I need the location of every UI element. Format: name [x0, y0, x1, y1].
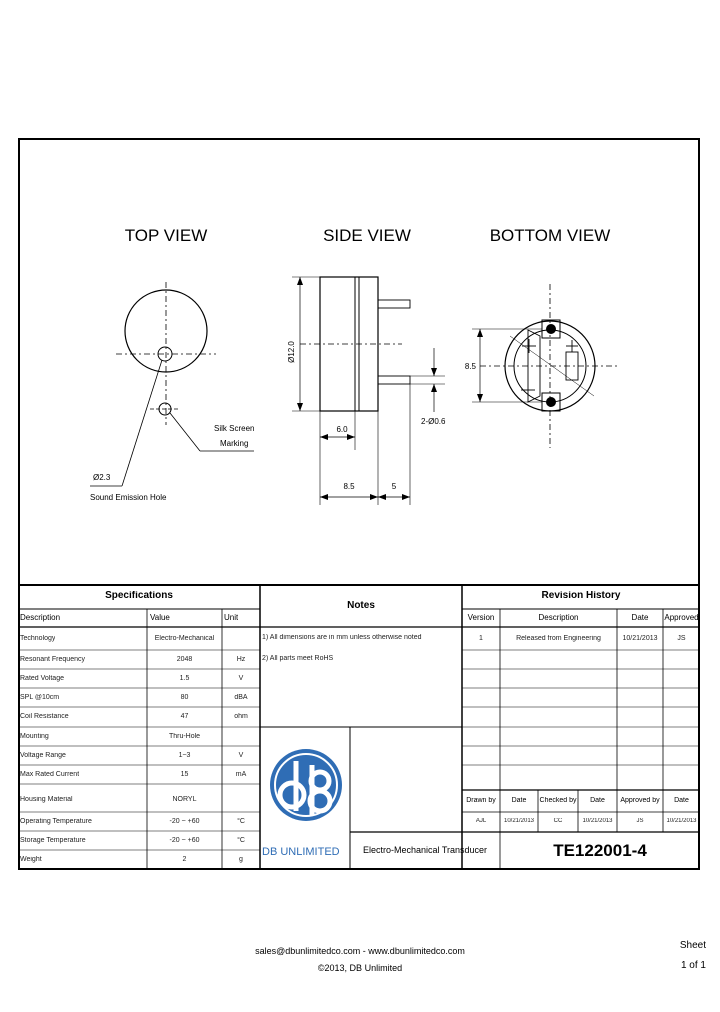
rev-version: 1 [479, 635, 483, 642]
bottom-view [472, 284, 620, 448]
signoff-date-value: 10/21/2013 [503, 818, 535, 824]
side-view-title: SIDE VIEW [323, 226, 411, 245]
spec-value: Thru-Hole [168, 733, 201, 740]
footer-copyright: ©2013, DB Unlimited [317, 963, 403, 973]
signoff-date-header: Date [590, 797, 605, 804]
top-view-title: TOP VIEW [125, 226, 208, 245]
bottom-arrows [477, 329, 483, 402]
spec-value: 47 [180, 713, 189, 720]
spec-unit: mA [235, 771, 247, 778]
bottom-view-title: BOTTOM VIEW [490, 226, 611, 245]
company-logo: DB UNLIMITED [262, 729, 349, 868]
spec-unit: °C [237, 818, 245, 825]
spec-desc: Weight [20, 856, 42, 863]
spec-unit: dBA [234, 694, 248, 701]
signoff-date-header: Date [511, 797, 527, 804]
rev-col-date: Date [631, 614, 649, 622]
note-item: 1) All dimensions are in mm unless other… [262, 634, 422, 641]
rev-description: Released from Engineering [516, 635, 601, 642]
spec-unit: V [238, 752, 244, 759]
signoff-drawn-header: Drawn by [466, 797, 496, 804]
specs-title: Specifications [105, 591, 173, 601]
hole-label: Sound Emission Hole [90, 493, 167, 502]
footer-contact: sales@dbunlimitedco.com - www.dbunlimite… [255, 946, 465, 956]
spec-value: 1.5 [179, 675, 190, 682]
spec-value: 2 [182, 856, 187, 863]
title-block-grid [18, 584, 700, 870]
spec-desc: Mounting [20, 733, 49, 740]
rev-col-description: Description [538, 614, 579, 622]
hole-dim: Ø2.3 [93, 473, 111, 482]
side-arrows [297, 277, 437, 500]
spec-desc: Max Rated Current [20, 771, 80, 778]
silk-label-2: Marking [220, 439, 248, 448]
spec-desc: Technology [20, 635, 56, 642]
spec-value: Electro-Mechanical [154, 635, 215, 642]
specs-col-unit: Unit [224, 614, 239, 622]
spec-value: 80 [180, 694, 189, 701]
spec-value: 15 [180, 771, 189, 778]
pins-dim: 2-Ø0.6 [421, 417, 446, 426]
sheet-number: 1 of 1 [680, 960, 706, 971]
rev-col-version: Version [467, 614, 495, 622]
spec-desc: Resonant Frequency [20, 656, 85, 663]
logo-brand-text: DB UNLIMITED [262, 846, 340, 858]
signoff-checked-value: CC [553, 818, 563, 824]
specs-col-description: Description [20, 614, 61, 622]
spec-desc: Storage Temperature [20, 837, 86, 844]
spec-desc: Voltage Range [20, 752, 66, 759]
mechanical-drawing: TOP VIEW SIDE VIEW BOTTOM VIEW Ø2.3 Soun… [90, 226, 620, 505]
spec-unit: ohm [234, 713, 248, 720]
specs-col-value: Value [150, 614, 170, 622]
part-description: Electro-Mechanical Transducer [362, 846, 488, 855]
spec-desc: SPL @10cm [20, 694, 60, 701]
part-number: TE122001-4 [553, 842, 647, 859]
sheet-label: Sheet [679, 940, 706, 951]
spec-desc: Housing Material [20, 796, 73, 803]
revision-title: Revision History [541, 591, 621, 601]
dim-5: 5 [392, 482, 397, 491]
signoff-date-value: 10/21/2013 [666, 818, 697, 824]
signoff-date-value: 10/21/2013 [582, 818, 613, 824]
spec-value: 1~3 [178, 752, 191, 759]
spec-desc: Rated Voltage [20, 675, 64, 682]
rev-date: 10/21/2013 [622, 635, 658, 642]
spec-value: -20 ~ +60 [169, 818, 200, 825]
silk-label-1: Silk Screen [214, 424, 254, 433]
drawing-frame [18, 138, 700, 870]
signoff-approved-value: JS [636, 818, 644, 824]
spec-unit: V [238, 675, 244, 682]
rev-approved: JS [677, 635, 686, 642]
spec-value: 2048 [176, 656, 193, 663]
diameter-dim: Ø12.0 [287, 341, 296, 363]
signoff-approved-header: Approved by [620, 797, 660, 804]
spec-unit: g [239, 856, 243, 863]
dim-6-0: 6.0 [336, 425, 348, 434]
spec-desc: Operating Temperature [20, 818, 92, 825]
signoff-drawn-value: AJL [475, 818, 487, 824]
rev-col-approved: Approved [664, 614, 699, 622]
dim-8-5-bottom: 8.5 [465, 362, 477, 371]
spec-desc: Coil Resistance [20, 713, 69, 720]
spec-value: NORYL [172, 796, 197, 803]
signoff-date-header: Date [674, 797, 689, 804]
top-view [90, 282, 254, 487]
note-item: 2) All parts meet RoHS [262, 655, 334, 662]
dim-8-5-side: 8.5 [343, 482, 355, 491]
signoff-checked-header: Checked by [539, 797, 577, 804]
spec-value: -20 ~ +60 [169, 837, 200, 844]
spec-unit: Hz [236, 656, 246, 663]
spec-unit: °C [237, 837, 245, 844]
notes-title: Notes [347, 601, 375, 611]
logo-mark-icon [270, 749, 342, 821]
